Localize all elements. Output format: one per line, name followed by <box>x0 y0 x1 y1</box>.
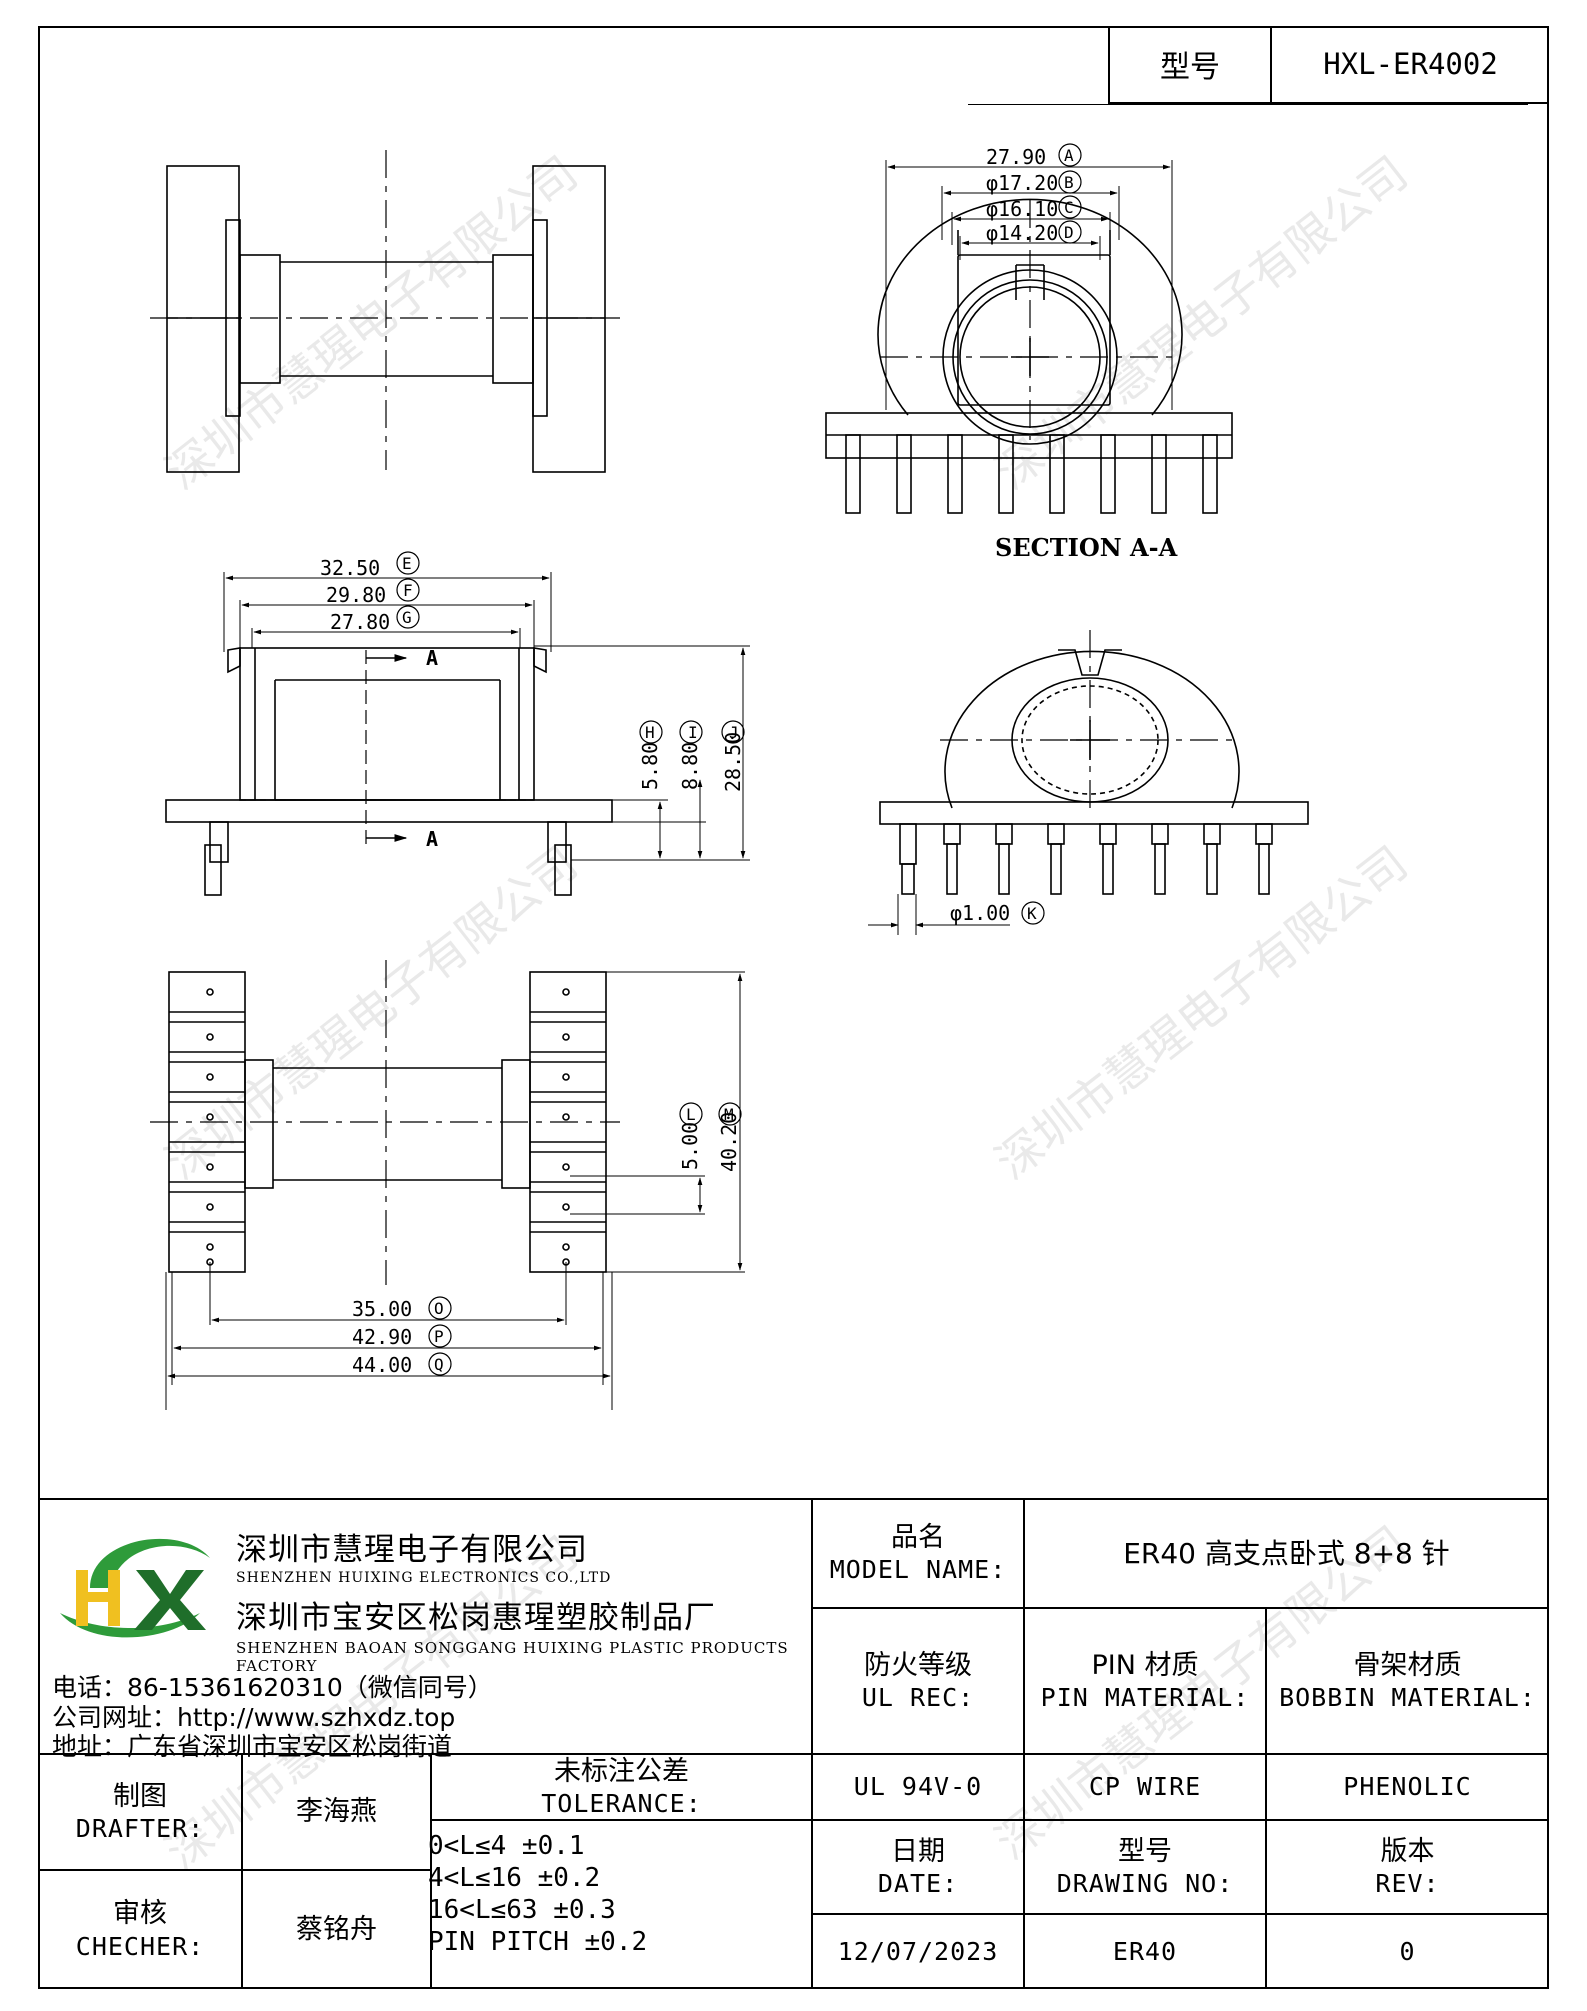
ref-o: O <box>434 1299 444 1318</box>
model-name-label: 品名 MODEL NAME: <box>829 1521 1007 1585</box>
model-value: HXL-ER4002 <box>1323 47 1498 81</box>
ref-f: F <box>403 581 413 600</box>
company-website: 公司网址：http://www.szhxdz.top <box>52 1703 456 1732</box>
dim-b: φ17.20 <box>986 171 1058 195</box>
ref-d: D <box>1064 223 1074 242</box>
model-name-value: ER40 高支点卧式 8+8 针 <box>1123 1536 1450 1570</box>
section-marker-top: A <box>426 646 438 670</box>
bobbin-material-label: 骨架材质 BOBBIN MATERIAL: <box>1279 1649 1536 1713</box>
dim-q: 44.00 <box>352 1353 412 1377</box>
title-block-grid <box>38 1498 1549 1989</box>
tolerance-row: 16<L≤63 ±0.3 <box>428 1895 616 1925</box>
drafter-name: 李海燕 <box>296 1796 377 1828</box>
dim-g: 27.80 <box>330 610 390 634</box>
model-box: 型号 HXL-ER4002 <box>1108 26 1549 104</box>
model-underline <box>968 104 1528 105</box>
drawing-frame <box>38 26 1549 1989</box>
ref-p: P <box>434 1327 444 1346</box>
title-block: 深圳市慧瑆电子有限公司 SHENZHEN HUIXING ELECTRONICS… <box>38 1498 1549 1989</box>
company-name-en: SHENZHEN HUIXING ELECTRONICS CO.,LTD <box>236 1570 612 1586</box>
ref-j: J <box>729 723 739 742</box>
rev-value: 0 <box>1399 1936 1416 1966</box>
tolerance-row: PIN PITCH ±0.2 <box>428 1927 648 1957</box>
date-label: 日期 DATE: <box>877 1835 959 1899</box>
drawing-no-value: ER40 <box>1112 1936 1178 1966</box>
pin-material-value: CP WIRE <box>1088 1772 1202 1802</box>
tolerance-row: 4<L≤16 ±0.2 <box>428 1863 601 1893</box>
dim-j: 28.50 <box>721 732 745 792</box>
tolerance-list: 0<L≤4 ±0.1 4<L≤16 ±0.2 16<L≤63 ±0.3 PIN … <box>428 1830 647 1958</box>
ul-label: 防火等级 UL REC: <box>861 1649 975 1713</box>
tolerance-label: 未标注公差 TOLERANCE: <box>541 1755 702 1819</box>
section-marker-bottom: A <box>426 827 438 851</box>
top-view <box>150 150 620 473</box>
factory-name-en: SHENZHEN BAOAN SONGGANG HUIXING PLASTIC … <box>236 1639 789 1675</box>
rev-label: 版本 REV: <box>1375 1835 1440 1899</box>
bobbin-material-value: PHENOLIC <box>1343 1772 1472 1802</box>
ref-q: Q <box>434 1355 444 1374</box>
technical-drawing: 27.90 φ17.20 φ16.10 φ14.20 SECTION A-A <box>150 143 1309 1410</box>
factory-name-cn: 深圳市宝安区松岗惠瑆塑胶制品厂 <box>236 1600 716 1636</box>
ref-k: K <box>1027 904 1037 923</box>
pin-slots-right <box>530 988 606 1266</box>
date-value: 12/07/2023 <box>837 1936 999 1966</box>
drawing-no-label: 型号 DRAWING NO: <box>1056 1835 1234 1899</box>
checker-name: 蔡铭舟 <box>296 1913 377 1945</box>
ref-m: M <box>724 1105 734 1124</box>
checker-label: 审核 CHECHER: <box>75 1898 205 1961</box>
ref-g: G <box>402 608 412 627</box>
section-view <box>825 160 1233 514</box>
pin-slots-left <box>169 988 245 1266</box>
ul-value: UL 94V-0 <box>853 1772 983 1802</box>
dim-l: 5.00 <box>678 1122 702 1170</box>
dim-f: 29.80 <box>326 583 386 607</box>
company-phone: 电话：86-15361620310（微信同号） <box>52 1673 493 1702</box>
dim-p: 42.90 <box>352 1325 412 1349</box>
side-view <box>868 630 1309 935</box>
ref-l: L <box>686 1105 696 1124</box>
pin-material-label: PIN 材质 PIN MATERIAL: <box>1040 1649 1250 1713</box>
bottom-view <box>150 960 745 1410</box>
ref-h: H <box>645 723 655 742</box>
drafter-label: 制图 DRAFTER: <box>75 1780 205 1844</box>
section-title: SECTION A-A <box>995 533 1178 562</box>
tolerance-row: 0<L≤4 ±0.1 <box>428 1831 585 1861</box>
company-logo <box>60 1538 210 1638</box>
ref-c: C <box>1064 198 1074 217</box>
dim-o: 35.00 <box>352 1297 412 1321</box>
company-info: 深圳市慧瑆电子有限公司 SHENZHEN HUIXING ELECTRONICS… <box>38 1498 812 1761</box>
dim-k: φ1.00 <box>950 901 1010 925</box>
reference-markers: A B C D E F G H I J K L M O P Q <box>396 143 1082 1376</box>
dim-d: φ14.20 <box>986 221 1058 245</box>
ref-a: A <box>1064 146 1074 165</box>
front-view <box>165 572 750 896</box>
section-pins <box>845 434 1218 514</box>
dim-a: 27.90 <box>986 145 1046 169</box>
side-pins <box>899 823 1273 895</box>
model-label: 型号 <box>1110 26 1272 102</box>
ref-i: I <box>688 723 698 742</box>
ref-e: E <box>402 554 412 573</box>
company-address: 地址：广东省深圳市宝安区松岗街道 <box>52 1732 453 1761</box>
dim-i: 8.80 <box>678 742 702 790</box>
dim-h: 5.80 <box>638 742 662 790</box>
dim-c: φ16.10 <box>986 197 1058 221</box>
company-name-cn: 深圳市慧瑆电子有限公司 <box>236 1532 588 1568</box>
dim-e: 32.50 <box>320 556 380 580</box>
ref-b: B <box>1064 173 1074 192</box>
